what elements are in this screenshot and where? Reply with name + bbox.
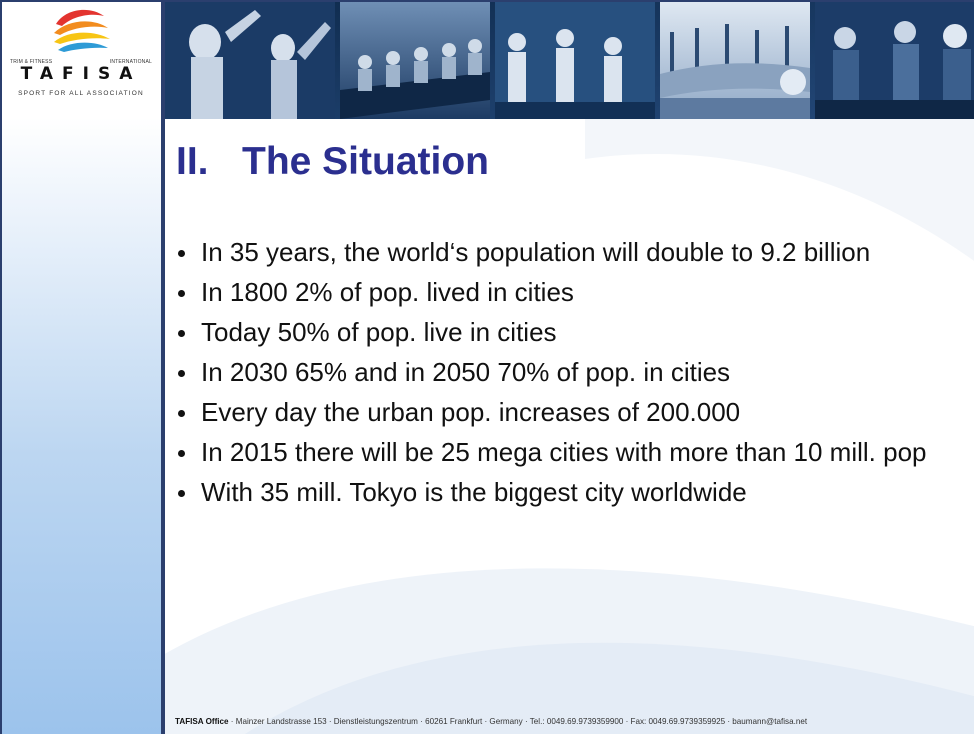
tafisa-logo: TRIM & FITNESS INTERNATIONAL TAFISA SPOR… [4, 4, 158, 114]
bullet-text: In 2015 there will be 25 mega cities wit… [201, 437, 927, 467]
bullet-dot-icon [178, 250, 185, 257]
bullet-dot-icon [178, 410, 185, 417]
photo-collage-image [165, 2, 974, 119]
bullet-text: In 2030 65% and in 2050 70% of pop. in c… [201, 357, 731, 387]
bullet-dot-icon [178, 450, 185, 457]
background-swirl-icon [165, 119, 974, 734]
sidebar-left-edge [0, 0, 2, 734]
footer-details: · Mainzer Landstrasse 153 · Dienstleistu… [228, 717, 808, 726]
bullet-dot-icon [178, 370, 185, 377]
list-item: In 35 years, the world‘s population will… [174, 236, 934, 268]
sidebar-panel [0, 0, 161, 734]
content-background [165, 119, 974, 734]
bullet-text: In 1800 2% of pop. lived in cities [201, 277, 574, 307]
footer-address: TAFISA Office · Mainzer Landstrasse 153 … [175, 717, 965, 726]
bullet-text: In 35 years, the world‘s population will… [201, 237, 871, 267]
sidebar-divider [161, 0, 165, 734]
list-item: Every day the urban pop. increases of 20… [174, 396, 934, 428]
bullet-list: In 35 years, the world‘s population will… [174, 236, 934, 516]
title-number: II. [176, 140, 209, 183]
bullet-text: Today 50% of pop. live in cities [201, 317, 557, 347]
footer-org: TAFISA Office [175, 717, 229, 726]
bullet-dot-icon [178, 490, 185, 497]
bullet-dot-icon [178, 330, 185, 337]
logo-swoosh-icon [54, 9, 110, 52]
title-text: The Situation [242, 140, 489, 183]
list-item: Today 50% of pop. live in cities [174, 316, 934, 348]
logo-tagline: SPORT FOR ALL ASSOCIATION [18, 90, 144, 97]
list-item: In 2015 there will be 25 mega cities wit… [174, 436, 934, 468]
list-item: With 35 mill. Tokyo is the biggest city … [174, 476, 934, 508]
bullet-text: Every day the urban pop. increases of 20… [201, 397, 741, 427]
bullet-text: With 35 mill. Tokyo is the biggest city … [201, 477, 747, 507]
top-rule [0, 0, 974, 2]
logo-small-right: INTERNATIONAL [109, 59, 152, 65]
logo-small-left: TRIM & FITNESS [10, 59, 53, 65]
list-item: In 1800 2% of pop. lived in cities [174, 276, 934, 308]
logo-wordmark: TAFISA [20, 64, 142, 84]
list-item: In 2030 65% and in 2050 70% of pop. in c… [174, 356, 934, 388]
photo-banner [165, 2, 974, 119]
bullet-dot-icon [178, 290, 185, 297]
slide-title: II. The Situation [176, 140, 489, 184]
